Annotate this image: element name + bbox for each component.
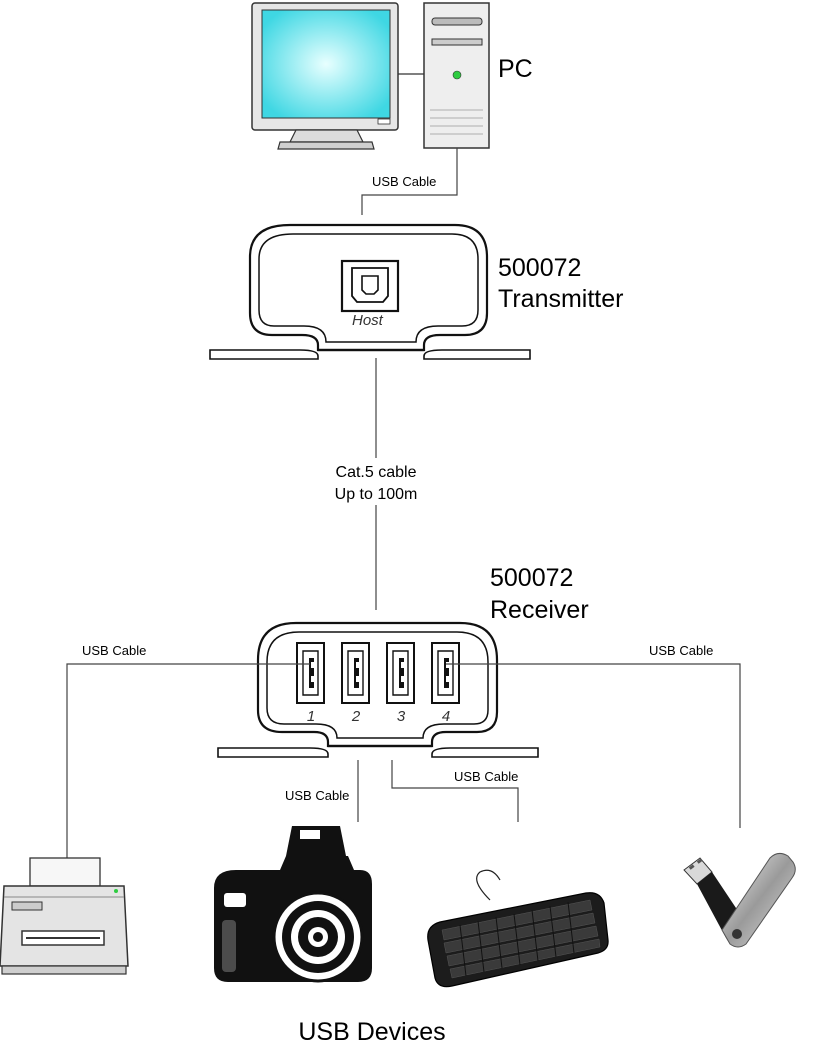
pc-label: PC <box>498 55 533 83</box>
receiver-port-2-label: 2 <box>351 708 361 725</box>
receiver-port-2 <box>341 642 370 704</box>
printer-icon <box>0 857 129 975</box>
pc-usb-cable <box>361 148 458 215</box>
transmitter-name: Transmitter <box>498 285 623 313</box>
pc-icon <box>251 2 490 150</box>
receiver-port-4 <box>431 642 460 704</box>
receiver-port-3-label: 3 <box>397 708 406 725</box>
host-port-label: Host <box>352 312 384 329</box>
camera-icon <box>214 826 372 983</box>
cat5-cable-label-line1: Cat.5 cable <box>336 464 417 481</box>
pc-usb-cable-label: USB Cable <box>372 174 436 189</box>
receiver-port-4-label: 4 <box>442 708 450 725</box>
keyboard-icon <box>427 869 609 988</box>
usb-flash-drive-icon <box>683 852 796 948</box>
receiver-port-3 <box>386 642 415 704</box>
flashdrive-usb-cable <box>446 663 741 828</box>
usb-devices-caption: USB Devices <box>298 1018 445 1046</box>
receiver-name: Receiver <box>490 596 589 624</box>
keyboard-key-gaps <box>459 901 575 977</box>
transmitter-model: 500072 <box>498 254 581 282</box>
host-port-icon <box>340 259 400 313</box>
cat5-cable-label-line2: Up to 100m <box>335 486 418 503</box>
camera-usb-cable-label: USB Cable <box>285 788 349 803</box>
keyboard-usb-cable <box>391 760 519 822</box>
keyboard-usb-cable-label: USB Cable <box>454 769 518 784</box>
receiver-box <box>217 621 539 758</box>
receiver-port-1 <box>296 642 325 704</box>
printer-usb-cable <box>66 663 310 858</box>
receiver-model: 500072 <box>490 564 573 592</box>
printer-usb-cable-label: USB Cable <box>82 643 146 658</box>
flashdrive-usb-cable-label: USB Cable <box>649 643 713 658</box>
transmitter-box <box>209 223 531 360</box>
receiver-port-1-label: 1 <box>307 708 315 725</box>
